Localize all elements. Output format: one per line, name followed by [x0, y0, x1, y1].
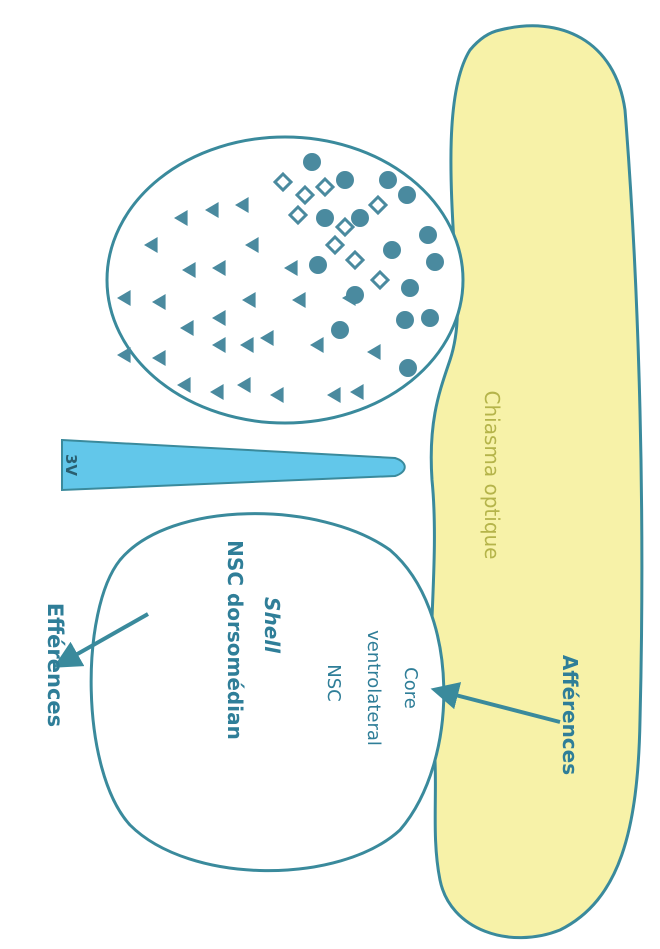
optic-chiasma-shape [430, 26, 642, 938]
circle-neuron-marker [346, 286, 364, 304]
circle-neuron-marker [401, 279, 419, 297]
circle-neuron-marker [426, 253, 444, 271]
circle-neuron-marker [398, 186, 416, 204]
ventrolateral-label: ventrolateral [363, 630, 384, 746]
chiasma-label: Chiasma optique [480, 391, 504, 560]
nsc-dorsomedian-label: NSC dorsomédian [223, 540, 247, 740]
circle-neuron-marker [336, 171, 354, 189]
shell-label: Shell [260, 597, 284, 654]
triangle-neuron-marker [117, 347, 131, 363]
circle-neuron-marker [396, 311, 414, 329]
nsc-lower-nucleus [91, 514, 444, 871]
circle-neuron-marker [316, 209, 334, 227]
efferences-label: Efférences [43, 603, 67, 727]
circle-neuron-marker [421, 309, 439, 327]
circle-neuron-marker [309, 256, 327, 274]
circle-neuron-marker [331, 321, 349, 339]
third-ventricle-shape [62, 440, 405, 490]
circle-neuron-marker [419, 226, 437, 244]
afferences-label: Afférences [558, 655, 582, 775]
circle-neuron-marker [303, 153, 321, 171]
nsc-label: NSC [323, 664, 344, 701]
circle-neuron-marker [351, 209, 369, 227]
third-ventricle-label: 3V [62, 454, 80, 476]
circle-neuron-marker [383, 241, 401, 259]
circle-neuron-marker [379, 171, 397, 189]
core-label: Core [400, 667, 421, 709]
circle-neuron-marker [399, 359, 417, 377]
